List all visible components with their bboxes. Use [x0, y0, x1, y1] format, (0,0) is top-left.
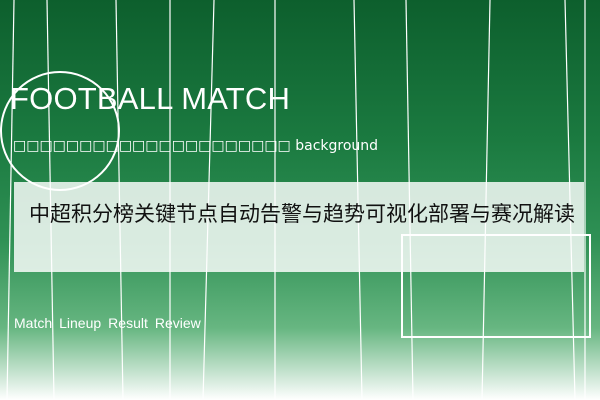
- page-title: FOOTBALL MATCH: [10, 81, 291, 116]
- field-line: [6, 0, 15, 400]
- nav-lineup[interactable]: Lineup: [59, 315, 102, 331]
- nav-review[interactable]: Review: [154, 315, 201, 331]
- title-banner: [14, 182, 584, 272]
- nav-result[interactable]: Result: [108, 315, 148, 331]
- frame-decoration: [401, 234, 591, 338]
- background-subtitle: □□□□□□□□□□□□□□□□□□□□□ background: [13, 138, 379, 154]
- banner-title: 中超积分榜关键节点自动告警与趋势可视化部署与赛况解读: [29, 202, 575, 226]
- nav-match[interactable]: Match: [14, 315, 53, 331]
- match-navigation: Match Lineup Result Review: [14, 316, 201, 330]
